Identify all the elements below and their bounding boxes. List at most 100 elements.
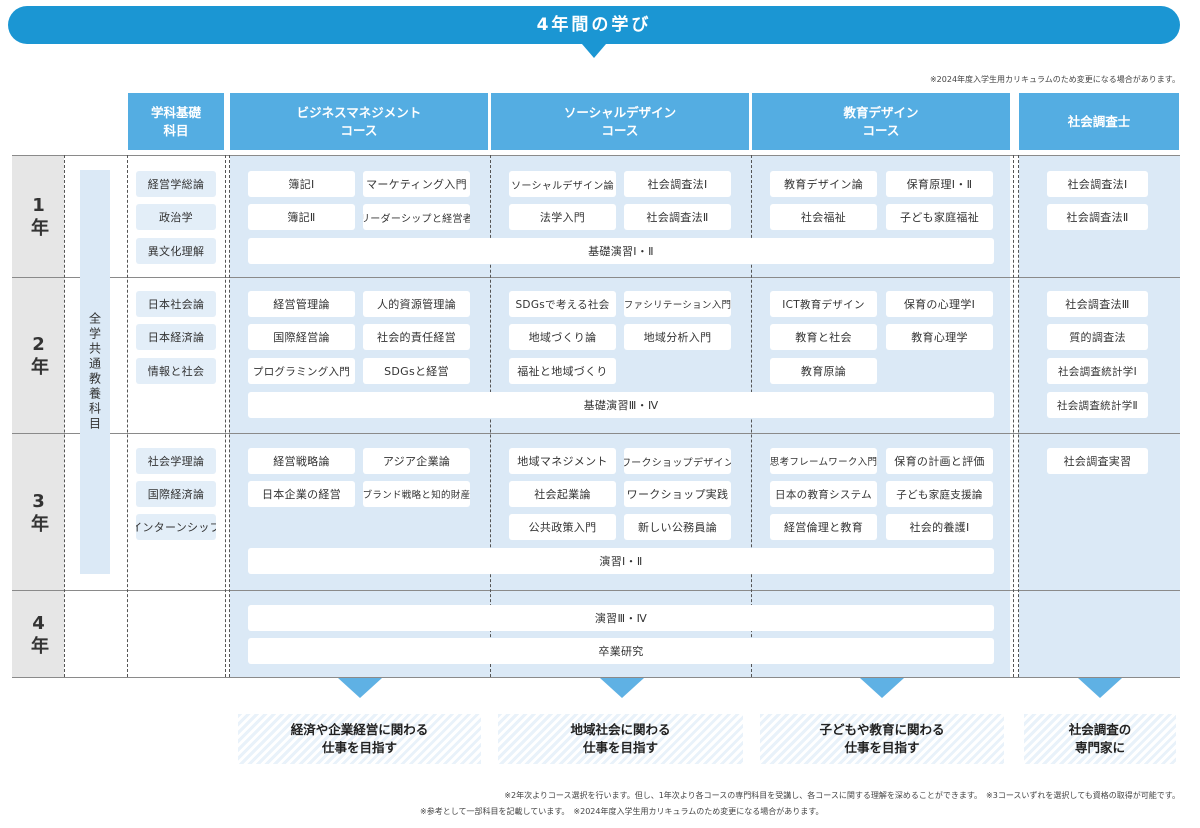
subject: 公共政策入門 xyxy=(509,514,616,540)
header-line: コース xyxy=(340,122,378,138)
subject: 簿記Ⅰ xyxy=(248,171,355,197)
subject: 人的資源管理論 xyxy=(363,291,470,317)
header-line: ビジネスマネジメント xyxy=(296,104,422,120)
subject: 社会調査実習 xyxy=(1047,448,1148,474)
subject: ソーシャルデザイン論 xyxy=(509,171,616,197)
footnote: ※2年次よりコース選択を行います。但し、1年次より各コースの専門科目を受講し、各… xyxy=(504,791,1180,800)
year-label: 4年 xyxy=(28,612,49,656)
dashed-divider xyxy=(1013,155,1014,677)
subject: ブランド戦略と知的財産 xyxy=(363,481,470,507)
arrow-down-icon xyxy=(600,678,644,698)
header-education-course: 教育デザイン コース xyxy=(752,93,1010,150)
base-subject: 社会学理論 xyxy=(136,448,216,474)
graduation-research: 卒業研究 xyxy=(248,638,994,664)
subject: 社会調査統計学Ⅱ xyxy=(1047,392,1148,418)
subject: ワークショップデザイン xyxy=(624,448,731,474)
subject: 社会福祉 xyxy=(770,204,877,230)
page-title: 4年間の学び xyxy=(8,6,1180,44)
shared-seminar: 演習Ⅲ・Ⅳ xyxy=(248,605,994,631)
base-subject: インターンシップ xyxy=(136,514,216,540)
subject: SDGsと経営 xyxy=(363,358,470,384)
arrow-down-icon xyxy=(860,678,904,698)
subject: 教育心理学 xyxy=(886,324,993,350)
subject: 子ども家庭福祉 xyxy=(886,204,993,230)
header-line: コース xyxy=(862,122,900,138)
base-subject: 経営学総論 xyxy=(136,171,216,197)
goal-line: 地域社会に関わる xyxy=(570,722,671,737)
year-2: 2年 xyxy=(12,278,64,433)
subject: 教育原論 xyxy=(770,358,877,384)
subject: 新しい公務員論 xyxy=(624,514,731,540)
divider xyxy=(12,433,1180,434)
subject: 日本企業の経営 xyxy=(248,481,355,507)
year-3: 3年 xyxy=(12,434,64,590)
dashed-divider xyxy=(1018,155,1019,677)
general-education-label: 全学共通教養科目 xyxy=(80,170,110,574)
goal-line: 仕事を目指す xyxy=(844,740,920,755)
subject: SDGsで考える社会 xyxy=(509,291,616,317)
header-line: 社会調査士 xyxy=(1067,113,1131,129)
dashed-divider xyxy=(225,155,226,677)
divider xyxy=(12,677,1180,678)
subject: 保育の心理学Ⅰ xyxy=(886,291,993,317)
header-line: コース xyxy=(601,122,639,138)
header-survey: 社会調査士 xyxy=(1019,93,1179,150)
arrow-down-icon xyxy=(338,678,382,698)
goal-line: 子どもや教育に関わる xyxy=(819,722,945,737)
subject: 思考フレームワーク入門 xyxy=(770,448,877,474)
subject: 経営戦略論 xyxy=(248,448,355,474)
subject: リーダーシップと経営者 xyxy=(363,204,470,230)
goal-line: 社会調査の xyxy=(1068,722,1132,737)
header-line: 教育デザイン xyxy=(843,104,919,120)
subject: ファシリテーション入門 xyxy=(624,291,731,317)
subject: 国際経営論 xyxy=(248,324,355,350)
subject: 地域づくり論 xyxy=(509,324,616,350)
subject: 教育と社会 xyxy=(770,324,877,350)
year-label: 1年 xyxy=(28,195,49,238)
subject: 子ども家庭支援論 xyxy=(886,481,993,507)
subject: 日本の教育システム xyxy=(770,481,877,507)
subject: 地域マネジメント xyxy=(509,448,616,474)
header-base-subjects: 学科基礎 科目 xyxy=(128,93,224,150)
subject: 社会的責任経営 xyxy=(363,324,470,350)
goal-education: 子どもや教育に関わる 仕事を目指す xyxy=(760,714,1004,764)
subject: 教育デザイン論 xyxy=(770,171,877,197)
subject: ICT教育デザイン xyxy=(770,291,877,317)
base-subject: 異文化理解 xyxy=(136,238,216,264)
goal-line: 仕事を目指す xyxy=(321,740,397,755)
footnote: ※参考として一部科目を記載しています。 ※2024年度入学生用カリキュラムのため… xyxy=(420,807,824,816)
subject: 経営倫理と教育 xyxy=(770,514,877,540)
arrow-down-icon xyxy=(1078,678,1122,698)
subject: 社会調査法Ⅲ xyxy=(1047,291,1148,317)
general-education-text: 全学共通教養科目 xyxy=(87,312,102,432)
header-line: 科目 xyxy=(163,122,189,138)
goal-business: 経済や企業経営に関わる 仕事を目指す xyxy=(238,714,481,764)
dashed-divider xyxy=(127,155,128,677)
base-subject: 情報と社会 xyxy=(136,358,216,384)
base-subject: 日本経済論 xyxy=(136,324,216,350)
goal-social: 地域社会に関わる 仕事を目指す xyxy=(498,714,743,764)
subject: 社会調査法Ⅰ xyxy=(1047,171,1148,197)
year-label: 3年 xyxy=(28,490,49,534)
year-4: 4年 xyxy=(12,591,64,677)
dashed-divider xyxy=(229,155,230,677)
goal-line: 経済や企業経営に関わる xyxy=(290,722,429,737)
subject: 社会調査法Ⅰ xyxy=(624,171,731,197)
base-subject: 日本社会論 xyxy=(136,291,216,317)
subject: マーケティング入門 xyxy=(363,171,470,197)
base-subject: 国際経済論 xyxy=(136,481,216,507)
goal-line: 仕事を目指す xyxy=(582,740,658,755)
top-note: ※2024年度入学生用カリキュラムのため変更になる場合があります。 xyxy=(929,75,1180,84)
goal-line: 専門家に xyxy=(1074,740,1125,755)
subject: 経営管理論 xyxy=(248,291,355,317)
divider xyxy=(12,590,1180,591)
shared-seminar: 基礎演習Ⅰ・Ⅱ xyxy=(248,238,994,264)
subject: 社会的養護Ⅰ xyxy=(886,514,993,540)
subject: 法学入門 xyxy=(509,204,616,230)
subject: 地域分析入門 xyxy=(624,324,731,350)
divider xyxy=(12,277,1180,278)
subject: 質的調査法 xyxy=(1047,324,1148,350)
subject: 社会起業論 xyxy=(509,481,616,507)
shared-seminar: 基礎演習Ⅲ・Ⅳ xyxy=(248,392,994,418)
divider xyxy=(12,155,1180,156)
